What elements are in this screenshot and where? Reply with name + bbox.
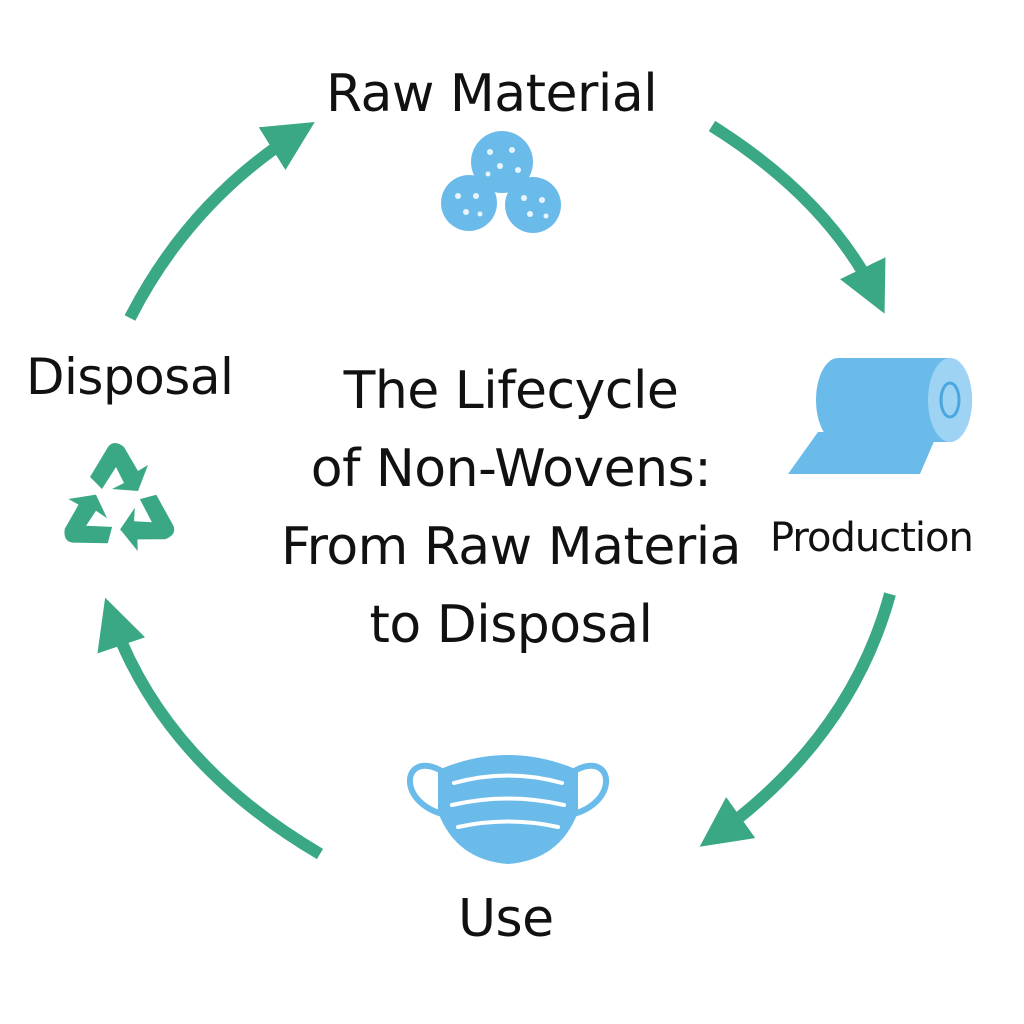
- title-line: From Raw Materia: [280, 517, 742, 577]
- stage-label-raw-material: Raw Material: [326, 64, 658, 124]
- title-line: The Lifecycle: [343, 361, 679, 421]
- stage-label-use: Use: [458, 889, 554, 949]
- arrow-raw-to-production: [708, 120, 886, 314]
- diagram-title: The Lifecycle of Non-Wovens: From Raw Ma…: [246, 352, 776, 664]
- arrow-production-to-use: [699, 592, 896, 847]
- arrow-disposal-to-raw: [124, 121, 315, 321]
- stage-label-disposal: Disposal: [26, 348, 234, 406]
- title-line: of Non-Wovens:: [310, 439, 712, 499]
- stage-label-production: Production: [770, 515, 974, 561]
- arrow-use-to-disposal: [97, 597, 324, 860]
- title-line: to Disposal: [369, 595, 653, 655]
